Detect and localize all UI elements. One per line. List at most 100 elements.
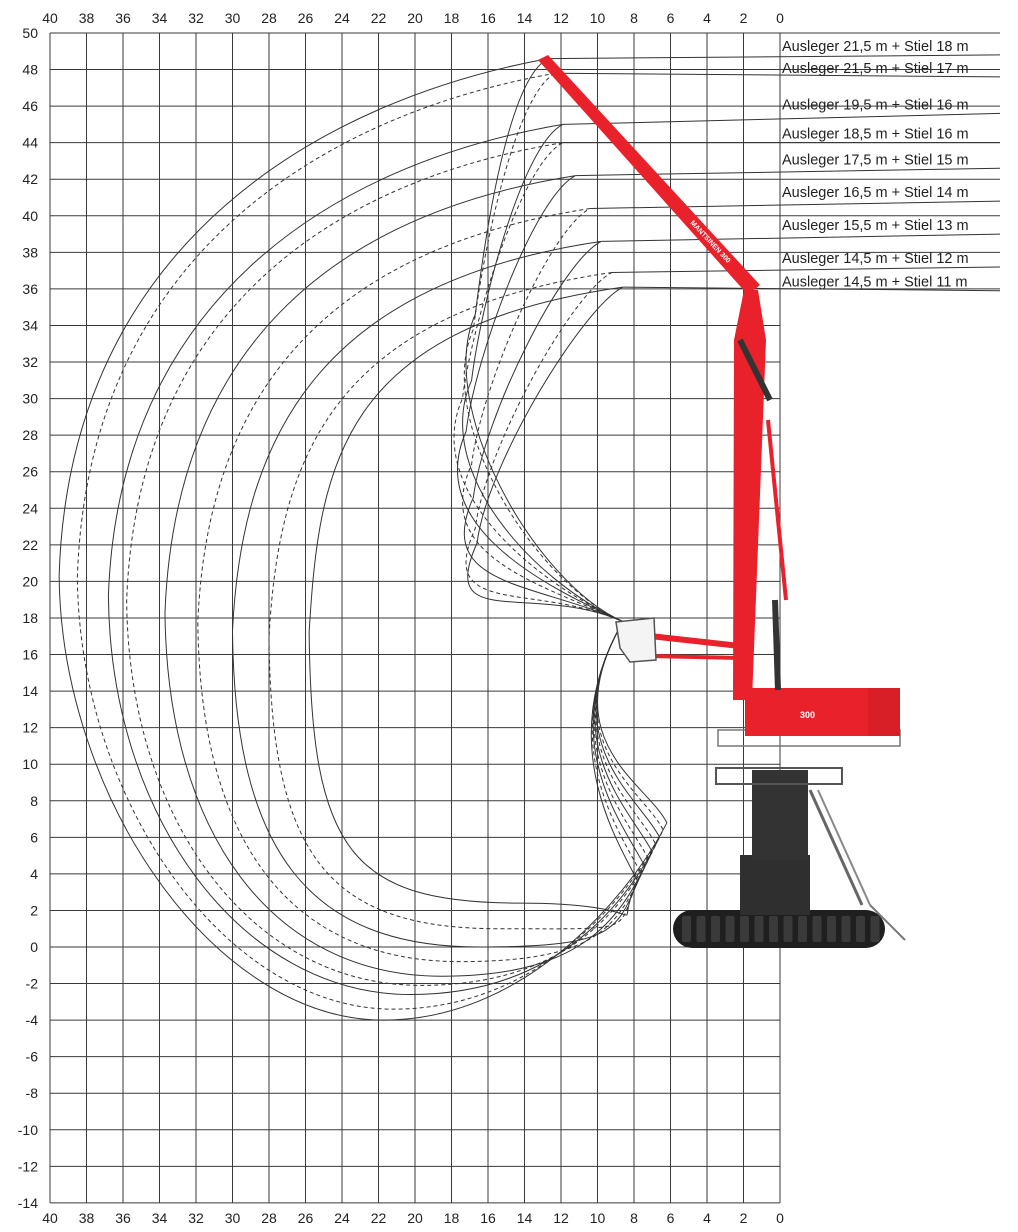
stairs-rail [817,789,871,906]
x-tick-label: 10 [590,10,606,26]
reach-envelope [126,142,657,986]
y-tick-label: 14 [22,683,38,699]
track-pad [711,916,720,942]
machine-model-label: 300 [800,710,815,720]
x-tick-label: 30 [225,10,241,26]
y-tick-label: 30 [22,391,38,407]
tower-base [740,855,810,915]
y-tick-label: 44 [22,135,38,151]
y-tick-label: 38 [22,244,38,260]
stick [538,55,760,295]
configuration-label: Ausleger 15,5 m + Stiel 13 m [782,218,969,234]
y-tick-label: 48 [22,62,38,78]
x-tick-label: 32 [188,10,204,26]
y-tick-label: 34 [22,317,38,333]
track-pad [856,916,865,942]
x-tick-label: 6 [667,1210,675,1226]
tower-platform [715,767,843,785]
x-tick-label: 16 [480,10,496,26]
y-tick-label: -14 [18,1195,38,1211]
x-tick-label: 14 [517,1210,533,1226]
x-tick-label: 28 [261,10,277,26]
support-cylinder [772,599,781,691]
track-pad [696,916,706,942]
y-tick-label: -2 [26,976,39,992]
y-tick-label: 6 [30,829,38,845]
track-pad [841,916,851,942]
track-pad [725,916,735,942]
y-tick-label: 4 [30,866,38,882]
y-tick-label: 24 [22,500,38,516]
x-tick-label: 0 [776,10,784,26]
y-tick-label: 36 [22,281,38,297]
x-tick-label: 2 [740,1210,748,1226]
label-leaders [548,54,1001,292]
reach-envelope [107,123,661,996]
y-tick-label: -8 [26,1085,39,1101]
y-tick-label: -4 [26,1012,39,1028]
label-leader [612,266,1001,273]
x-tick-label: 18 [444,10,460,26]
stick-brand-label: MANTSINEN 300 [689,220,732,265]
configuration-label: Ausleger 16,5 m + Stiel 14 m [782,185,969,201]
label-leader [562,112,1001,125]
x-tick-label: 8 [630,10,638,26]
x-tick-label: 34 [152,1210,168,1226]
track-pad [827,916,836,942]
track-pads [682,916,880,942]
operator-cabin [615,617,657,663]
track-pad [682,916,691,942]
configuration-label: Ausleger 14,5 m + Stiel 12 m [782,251,969,267]
label-leader [548,54,1001,60]
x-tick-label: 2 [740,10,748,26]
configuration-label: Ausleger 18,5 m + Stiel 16 m [782,127,969,143]
label-leader [601,233,1001,242]
reach-envelope [308,286,639,916]
track-pad [870,916,880,942]
x-tick-label: 40 [42,10,58,26]
y-tick-label: -10 [18,1122,38,1138]
axis-tick-labels: 4040383836363434323230302828262624242222… [18,10,784,1226]
x-tick-label: 40 [42,1210,58,1226]
x-tick-label: 20 [407,1210,423,1226]
x-tick-label: 22 [371,10,387,26]
x-tick-label: 32 [188,1210,204,1226]
reach-envelopes [58,58,668,1021]
y-tick-label: 8 [30,793,38,809]
configuration-label: Ausleger 14,5 m + Stiel 11 m [782,275,968,291]
x-tick-label: 8 [630,1210,638,1226]
x-tick-label: 24 [334,10,350,26]
y-tick-label: 46 [22,98,38,114]
x-tick-label: 4 [703,10,711,26]
boom-cylinder [737,338,773,402]
label-leader [623,286,1001,292]
x-tick-label: 34 [152,10,168,26]
reach-envelope [76,72,664,1010]
track-pad [740,916,749,942]
x-tick-label: 6 [667,10,675,26]
label-leader [555,72,1001,78]
y-tick-label: 40 [22,208,38,224]
track-pad [798,916,807,942]
engine-cover [868,688,900,736]
x-tick-label: 12 [553,1210,569,1226]
y-tick-label: 2 [30,902,38,918]
y-tick-label: -12 [18,1158,38,1174]
x-tick-label: 36 [115,10,131,26]
y-tick-label: 16 [22,647,38,663]
y-tick-label: 26 [22,464,38,480]
x-tick-label: 10 [590,1210,606,1226]
track-pad [754,916,764,942]
y-tick-label: -6 [26,1049,39,1065]
reach-envelope [164,175,653,977]
x-tick-label: 0 [776,1210,784,1226]
y-tick-label: 50 [22,25,38,41]
y-tick-label: 22 [22,537,38,553]
ladder [869,904,906,941]
x-tick-label: 24 [334,1210,350,1226]
x-tick-label: 38 [79,10,95,26]
track-pad [769,916,778,942]
